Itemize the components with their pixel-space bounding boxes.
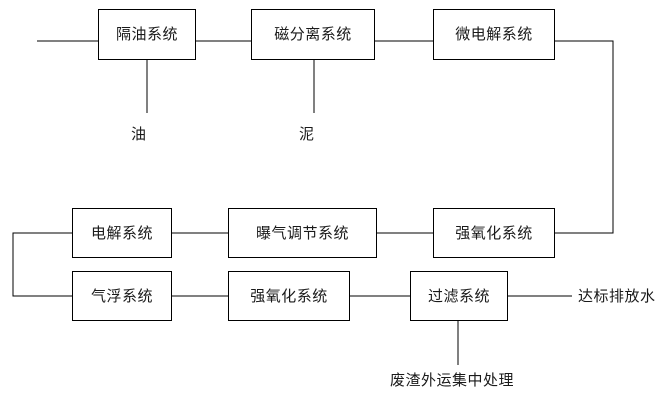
node-air-flotation[interactable]: 气浮系统 — [72, 271, 172, 321]
connector-row2-to-row3 — [12, 232, 72, 297]
connector-row1-to-row2 — [555, 40, 614, 234]
node-label-air-flotation: 气浮系统 — [90, 286, 153, 305]
node-strong-oxidation-2[interactable]: 强氧化系统 — [228, 271, 350, 321]
node-oil-separation[interactable]: 隔油系统 — [98, 9, 196, 60]
node-label-magnetic-separation: 磁分离系统 — [274, 25, 352, 43]
node-label-micro-electrolysis: 微电解系统 — [455, 25, 533, 43]
node-micro-electrolysis[interactable]: 微电解系统 — [433, 9, 555, 60]
node-label-electrolysis: 电解系统 — [90, 223, 153, 242]
node-electrolysis[interactable]: 电解系统 — [72, 208, 172, 258]
node-label-strong-oxidation-1: 强氧化系统 — [455, 223, 533, 242]
node-label-oil-separation: 隔油系统 — [115, 25, 178, 43]
node-label-strong-oxidation-2: 强氧化系统 — [250, 286, 328, 305]
node-magnetic-separation[interactable]: 磁分离系统 — [251, 9, 375, 60]
branch-label-sludge: 泥 — [299, 125, 315, 143]
branch-label-discharge: 达标排放水 — [578, 287, 656, 305]
node-aeration-regulation[interactable]: 曝气调节系统 — [228, 208, 377, 258]
branch-label-oil: 油 — [131, 125, 147, 143]
node-label-aeration-regulation: 曝气调节系统 — [255, 223, 349, 242]
node-strong-oxidation-1[interactable]: 强氧化系统 — [433, 208, 555, 258]
node-filtration[interactable]: 过滤系统 — [410, 271, 508, 321]
branch-label-residue: 废渣外运集中处理 — [390, 371, 515, 389]
node-label-filtration: 过滤系统 — [427, 286, 490, 305]
